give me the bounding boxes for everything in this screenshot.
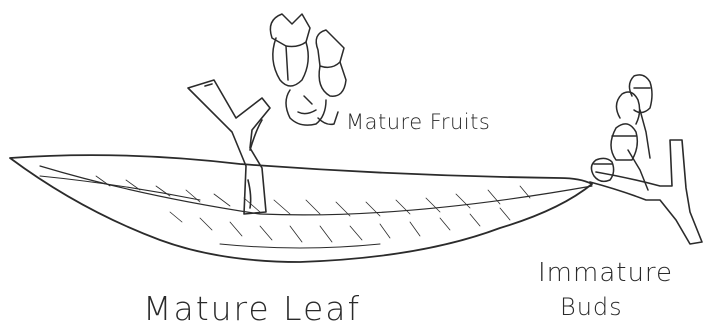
label-buds: Buds (560, 295, 623, 319)
mature-fruit-branch (188, 80, 270, 214)
leaf-veins (96, 176, 530, 242)
mature-leaf (10, 155, 592, 262)
mature-fruits (270, 14, 346, 125)
label-immature: Immature (538, 260, 673, 286)
bud-twig (590, 140, 702, 244)
label-mature-fruits: Mature Fruits (346, 112, 490, 133)
label-mature-leaf: Mature Leaf (143, 292, 361, 325)
